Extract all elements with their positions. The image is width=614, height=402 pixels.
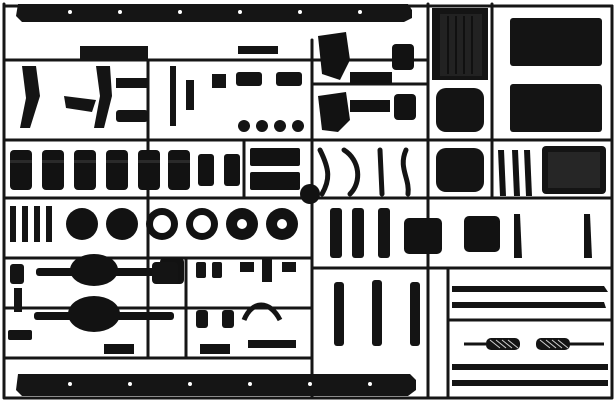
chassis-rail-top: [16, 4, 412, 22]
small-parts-left: [8, 206, 52, 340]
chassis-rail-bottom: [16, 374, 416, 396]
gearbox-parts: [318, 32, 416, 132]
wheel-row: [66, 184, 320, 240]
suspension-parts: [20, 46, 304, 132]
chassis-crossmember: [80, 46, 148, 60]
cab-panels: [432, 8, 606, 194]
spring-hangers: [317, 147, 411, 197]
mirror-lamp-parts: [404, 150, 592, 258]
small-parts-center: [152, 258, 296, 348]
bumper-parts: [452, 286, 608, 386]
leaf-springs: [330, 208, 420, 346]
rear-axle: [34, 296, 230, 354]
exhaust-guards: [464, 338, 604, 350]
tank-row: [10, 148, 300, 190]
